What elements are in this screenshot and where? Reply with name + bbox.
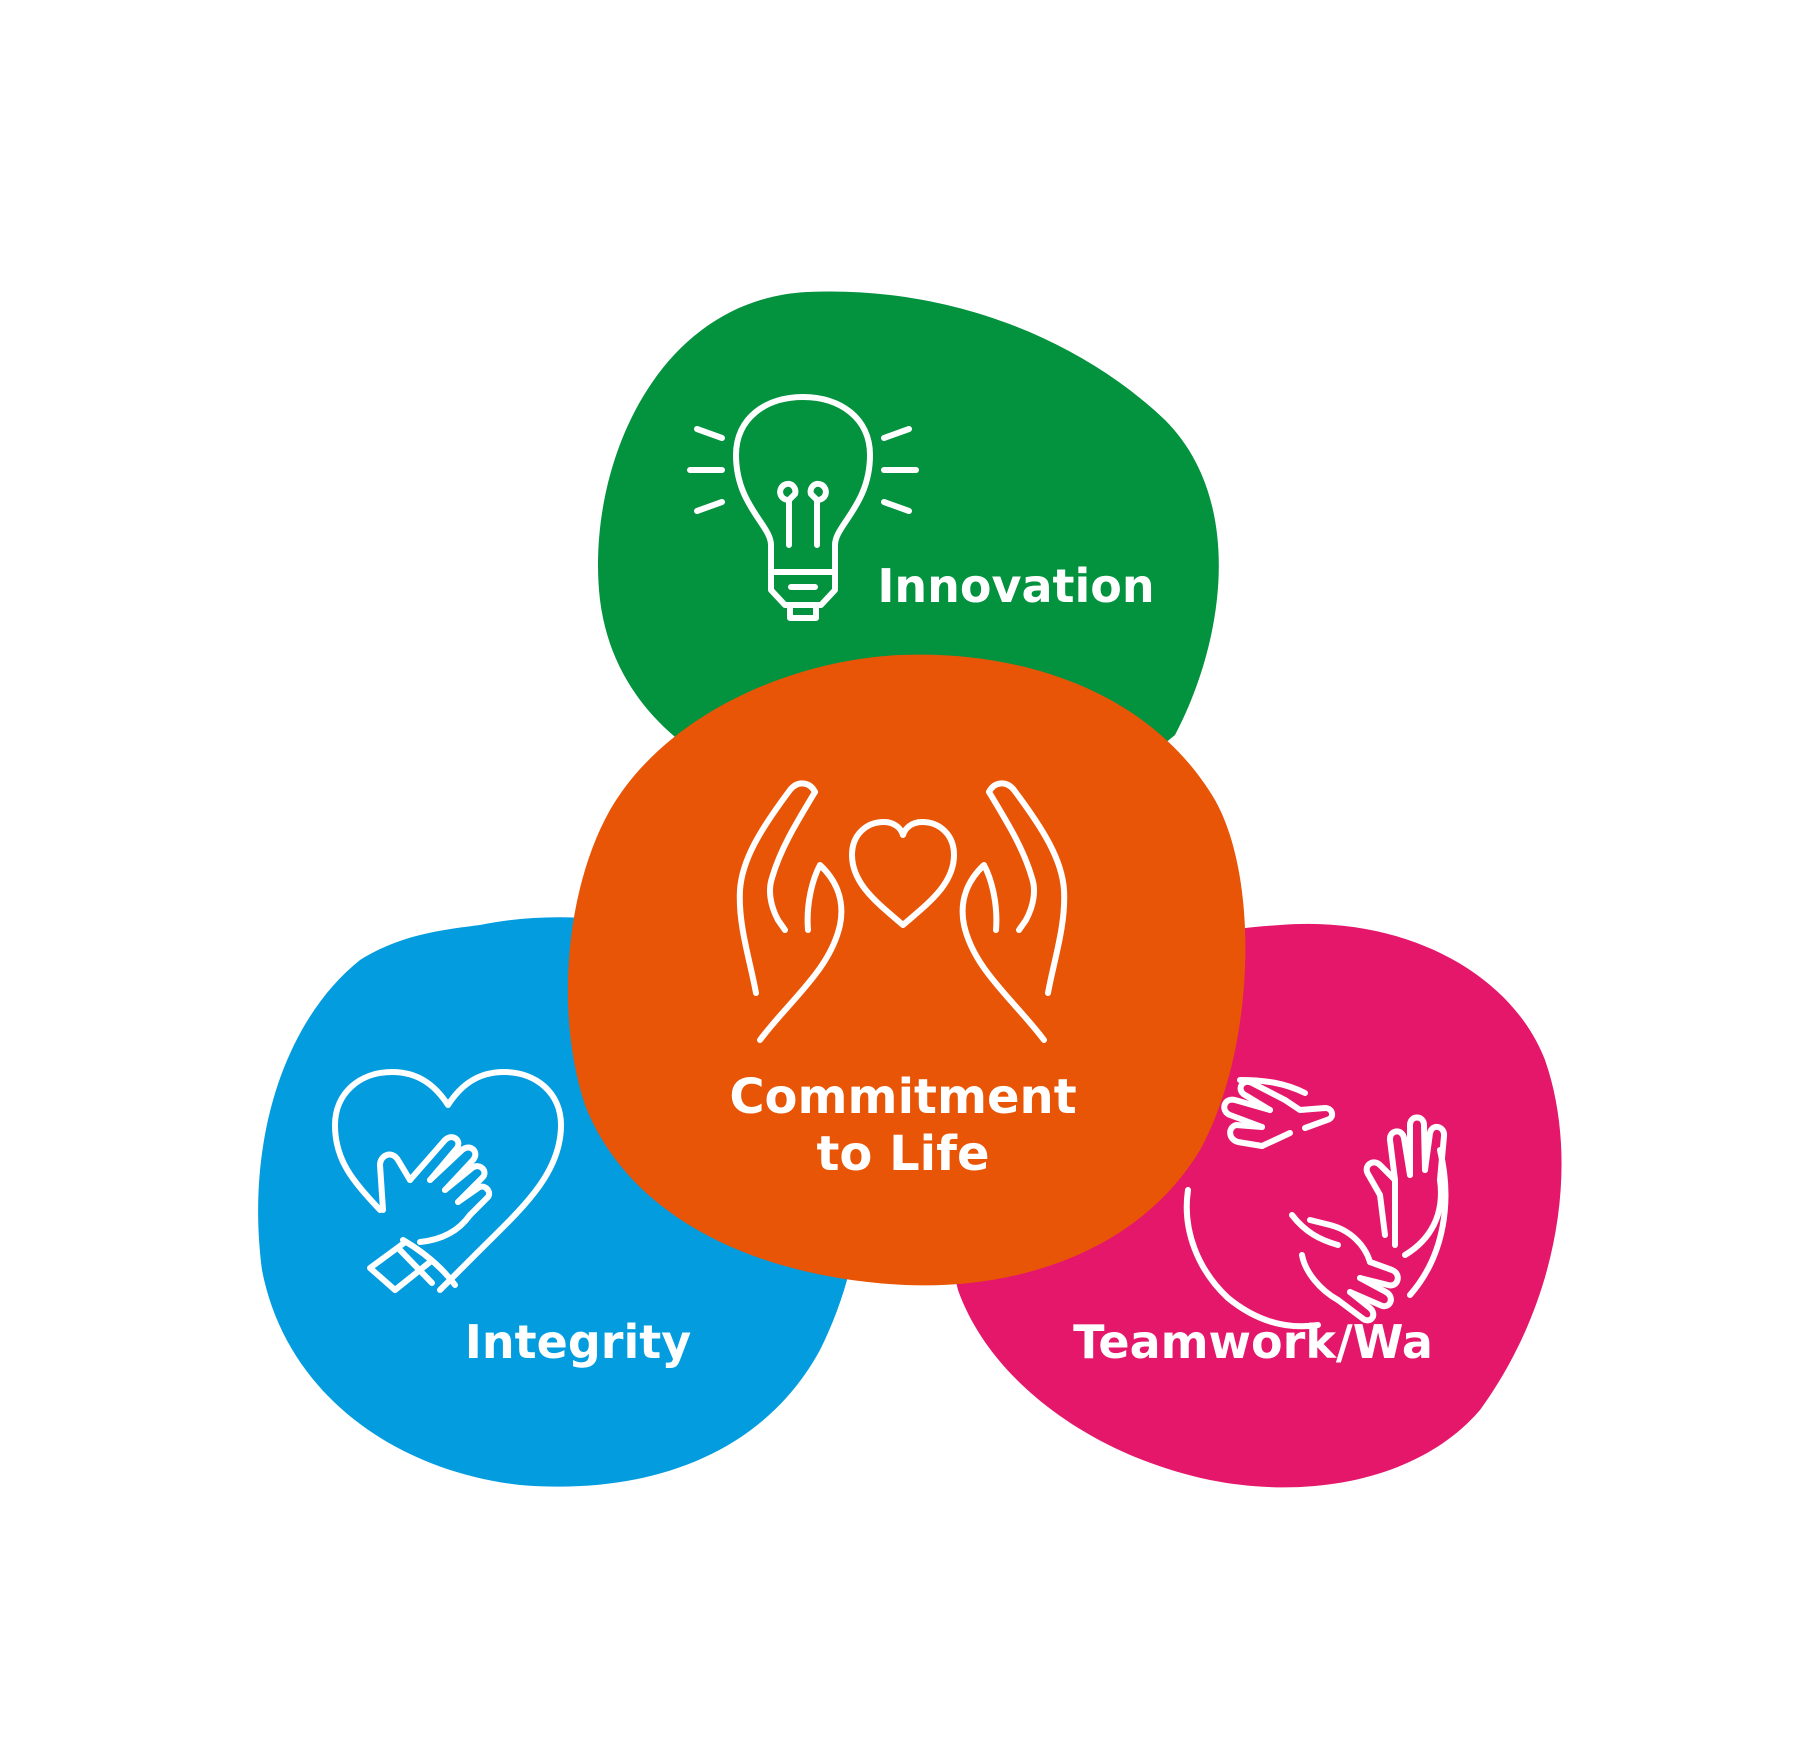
commitment-blob (567, 654, 1246, 1286)
commitment-label-line1: Commitment (729, 1069, 1076, 1125)
innovation-label: Innovation (877, 559, 1154, 613)
hand-heart-icon (332, 1069, 564, 1293)
lightbulb-icon (687, 394, 919, 621)
commitment-circle: Commitment to Life (567, 654, 1246, 1286)
commitment-label-line2: to Life (816, 1126, 989, 1182)
hands-holding-heart-icon (736, 780, 1068, 1043)
integrity-label: Integrity (465, 1315, 691, 1369)
joined-hands-icon (1183, 1077, 1449, 1330)
teamwork-label: Teamwork/Wa (1073, 1315, 1433, 1369)
